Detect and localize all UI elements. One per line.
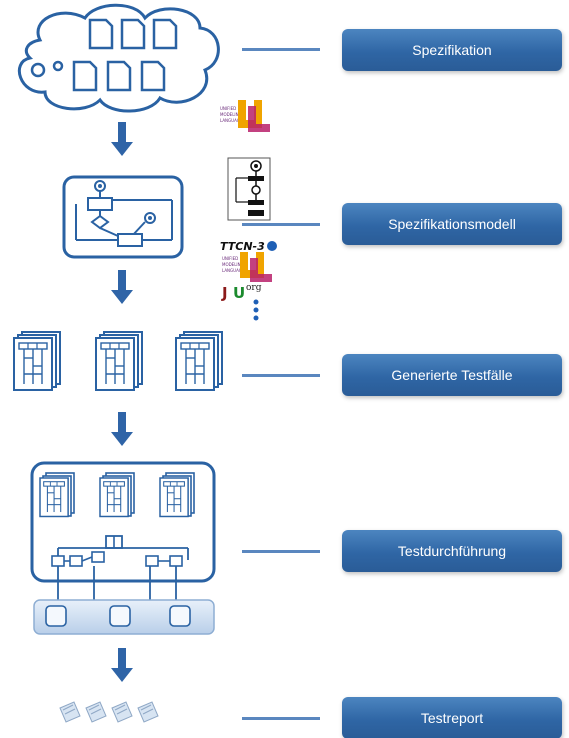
junit-logo: J U org	[221, 283, 262, 302]
more-dots-icon	[253, 299, 259, 321]
test-execution-icon	[30, 461, 216, 606]
arrow-down-icon	[111, 122, 133, 156]
svg-text:U: U	[233, 284, 245, 302]
arrow-down-icon	[111, 412, 133, 446]
petri-net-icon	[227, 157, 271, 221]
arrow-down-icon	[111, 270, 133, 304]
svg-text:LANGUAGE: LANGUAGE	[220, 118, 243, 123]
connector-line	[242, 48, 320, 51]
svg-text:UNIFIED: UNIFIED	[220, 106, 236, 111]
uml-logo: UNIFIED MODELING LANGUAGE	[220, 100, 270, 132]
test-report-icon	[59, 701, 159, 723]
connector-line	[242, 717, 320, 720]
stage-label-testreport: Testreport	[342, 697, 562, 738]
svg-text:TTCN-3: TTCN-3	[220, 240, 265, 253]
activity-model-icon	[62, 175, 184, 259]
connector-line	[242, 223, 320, 226]
stage-label-testdurchfuehrung: Testdurchführung	[342, 530, 562, 572]
execution-platform-bar	[33, 599, 215, 635]
stage-label-generierte-testfaelle: Generierte Testfälle	[342, 354, 562, 396]
stage-label-spezifikation: Spezifikation	[342, 29, 562, 71]
svg-text:MODELING: MODELING	[220, 112, 242, 117]
svg-text:LANGUAGE: LANGUAGE	[222, 268, 245, 273]
ttcn3-logo: TTCN-3	[220, 240, 277, 253]
cloud-icon	[17, 3, 220, 113]
uml-logo: UNIFIED MODELING LANGUAGE	[222, 252, 272, 282]
connector-line	[242, 550, 320, 553]
svg-text:MODELING: MODELING	[222, 262, 244, 267]
arrow-down-icon	[111, 648, 133, 682]
stage-label-spezifikationsmodell: Spezifikationsmodell	[342, 203, 562, 245]
test-cases-icon	[14, 332, 222, 390]
connector-line	[242, 374, 320, 377]
svg-text:UNIFIED: UNIFIED	[222, 256, 238, 261]
svg-text:J: J	[221, 284, 228, 302]
svg-text:org: org	[246, 283, 262, 293]
